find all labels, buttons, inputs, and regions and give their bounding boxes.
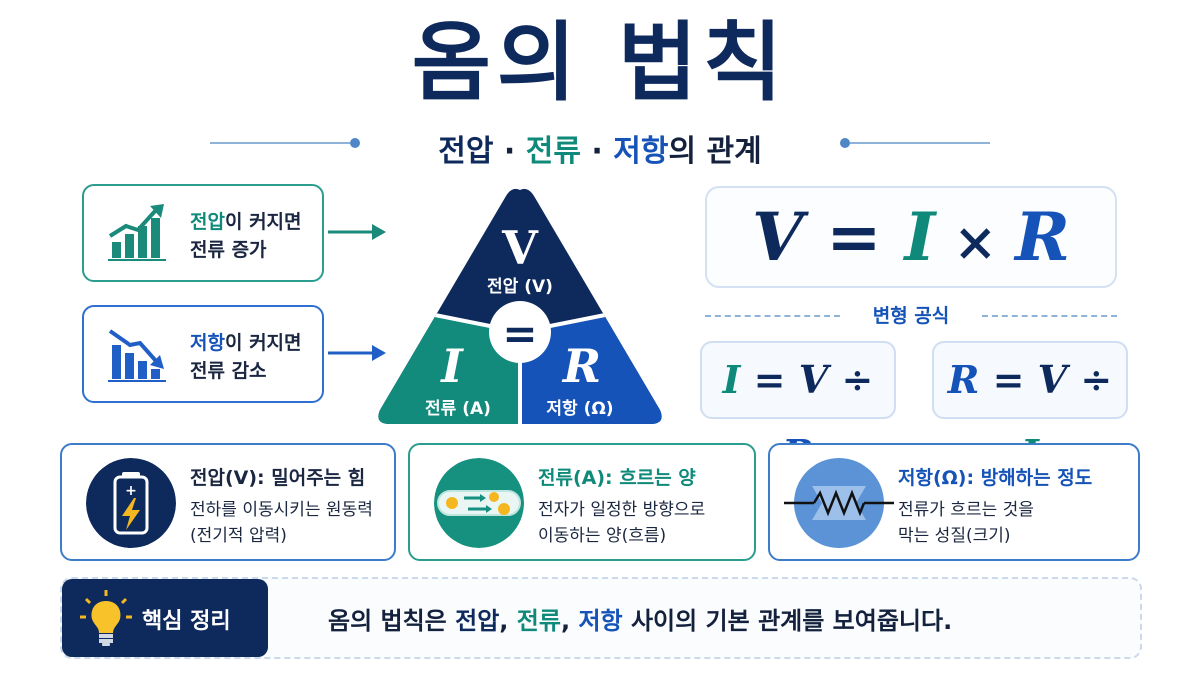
variant-a: V — [798, 357, 829, 402]
rule-line1: 이 커지면 — [224, 211, 302, 233]
electron-flow-icon — [434, 458, 524, 548]
subtitle-voltage: 전압 — [438, 134, 494, 169]
triangle-equals: = — [502, 309, 537, 358]
definition-line1: 전자가 일정한 방향으로 — [538, 500, 706, 520]
definition-body: 전하를 이동시키는 원동력 (전기적 압력) — [190, 497, 373, 549]
rule-text-resistance-up: 저항이 커지면 전류 감소 — [190, 329, 302, 385]
triangle-v-symbol: V — [501, 221, 539, 275]
trend-up-chart-icon — [108, 204, 166, 261]
subtitle-rest: 의 관계 — [668, 134, 762, 169]
subtitle-divider-right — [850, 142, 990, 144]
summary-comma: , — [499, 607, 517, 635]
definition-line1: 전류가 흐르는 것을 — [898, 500, 1034, 520]
variant-divide: ÷ — [828, 357, 874, 402]
summary-tag: 핵심 정리 — [62, 579, 268, 657]
definition-body: 전자가 일정한 방향으로 이동하는 양(흐름) — [538, 497, 705, 549]
definition-line2: 이동하는 양(흐름) — [538, 526, 667, 546]
trend-down-chart-icon — [108, 329, 166, 382]
variant-formulas-label: 변형 공식 — [705, 302, 1117, 332]
rule-text-voltage-up: 전압이 커지면 전류 증가 — [190, 208, 302, 264]
variant-equals: = — [979, 357, 1038, 402]
triangle-r-symbol: R — [561, 339, 601, 393]
summary-text: 옴의 법칙은 전압, 전류, 저항 사이의 기본 관계를 보여줍니다. — [328, 601, 952, 636]
arrow-right-icon — [328, 224, 386, 240]
subtitle-resistance: 저항 — [613, 134, 669, 169]
subtitle-dot-left — [350, 138, 360, 148]
definition-line2: 막는 성질(크기) — [898, 526, 1011, 546]
definition-head-text: 저항(Ω): 방해하는 정도 — [898, 467, 1093, 489]
summary-pre: 옴의 법칙은 — [328, 607, 456, 635]
formula-v: V — [752, 198, 804, 276]
variant-lhs: I — [722, 357, 741, 402]
formula-times: × — [935, 212, 1016, 273]
variant-equals: = — [740, 357, 799, 402]
subtitle-current: 전류 — [525, 134, 581, 169]
variant-formula-current: I = V ÷ R — [700, 341, 896, 476]
lightbulb-icon — [80, 590, 132, 646]
subtitle: 전압 · 전류 · 저항의 관계 — [380, 126, 820, 170]
definition-card-resistance: 저항(Ω): 방해하는 정도 전류가 흐르는 것을 막는 성질(크기) — [768, 443, 1140, 561]
subtitle-separator: · — [580, 134, 614, 169]
rule-card-voltage-up: 전압이 커지면 전류 증가 — [82, 184, 324, 282]
summary-post: 사이의 기본 관계를 보여줍니다. — [622, 607, 953, 635]
summary-tag-label: 핵심 정리 — [142, 609, 231, 634]
rule-line2: 전류 증가 — [190, 239, 267, 261]
definition-line1: 전하를 이동시키는 원동력 — [190, 500, 373, 520]
dashed-divider — [982, 315, 1117, 317]
subtitle-divider-left — [210, 142, 350, 144]
definition-head: 저항(Ω): 방해하는 정도 — [898, 463, 1092, 490]
definition-line2: (전기적 압력) — [190, 526, 287, 546]
variant-formula-resistance: R = V ÷ I — [932, 341, 1128, 476]
rule-card-resistance-up: 저항이 커지면 전류 감소 — [82, 305, 324, 403]
definition-card-voltage: + 전압(V): 밀어주는 힘 전하를 이동시키는 원동력 (전기적 압력) — [60, 443, 396, 561]
definition-head: 전류(A): 흐르는 양 — [538, 463, 696, 490]
subtitle-row: 전압 · 전류 · 저항의 관계 — [0, 126, 1200, 169]
triangle-center-circle — [489, 301, 551, 363]
resistor-icon — [784, 458, 894, 548]
variant-divide: ÷ — [1067, 357, 1113, 402]
summary-voltage: 전압 — [455, 607, 500, 635]
rule-line1: 이 커지면 — [224, 332, 302, 354]
subtitle-separator: · — [493, 134, 526, 169]
variant-a: V — [1037, 357, 1068, 402]
dashed-divider — [705, 315, 840, 317]
triangle-i-symbol: I — [439, 339, 464, 393]
battery-icon: + — [86, 458, 176, 548]
formula-i: I — [904, 198, 936, 276]
definition-card-current: 전류(A): 흐르는 양 전자가 일정한 방향으로 이동하는 양(흐름) — [408, 443, 756, 561]
ohm-triangle: = V 전압 (V) I 전류 (A) R 저항 (Ω) — [378, 188, 662, 424]
rule-line2: 전류 감소 — [190, 360, 267, 382]
variant-lhs: R — [947, 357, 980, 402]
definition-head: 전압(V): 밀어주는 힘 — [190, 467, 366, 489]
triangle-i-label: 전류 (A) — [425, 399, 491, 419]
page-title: 옴의 법칙 — [411, 13, 789, 113]
arrow-right-icon — [328, 345, 386, 361]
main-formula: V = I × R — [705, 186, 1117, 288]
subtitle-dot-right — [840, 138, 850, 148]
variant-label-text: 변형 공식 — [872, 305, 950, 327]
summary-comma: , — [560, 607, 579, 635]
formula-equals: = — [803, 198, 905, 276]
rule-key-resistance: 저항 — [190, 332, 225, 354]
definition-head-text: 전류(A): 흐르는 양 — [538, 467, 696, 489]
summary-resistance: 저항 — [578, 607, 623, 635]
triangle-r-label: 저항 (Ω) — [546, 398, 613, 419]
summary-current: 전류 — [516, 607, 561, 635]
rule-key-voltage: 전압 — [190, 211, 225, 233]
definition-body: 전류가 흐르는 것을 막는 성질(크기) — [898, 497, 1034, 549]
triangle-v-label: 전압 (V) — [487, 276, 553, 297]
svg-text:+: + — [125, 483, 137, 499]
formula-r: R — [1015, 198, 1070, 276]
